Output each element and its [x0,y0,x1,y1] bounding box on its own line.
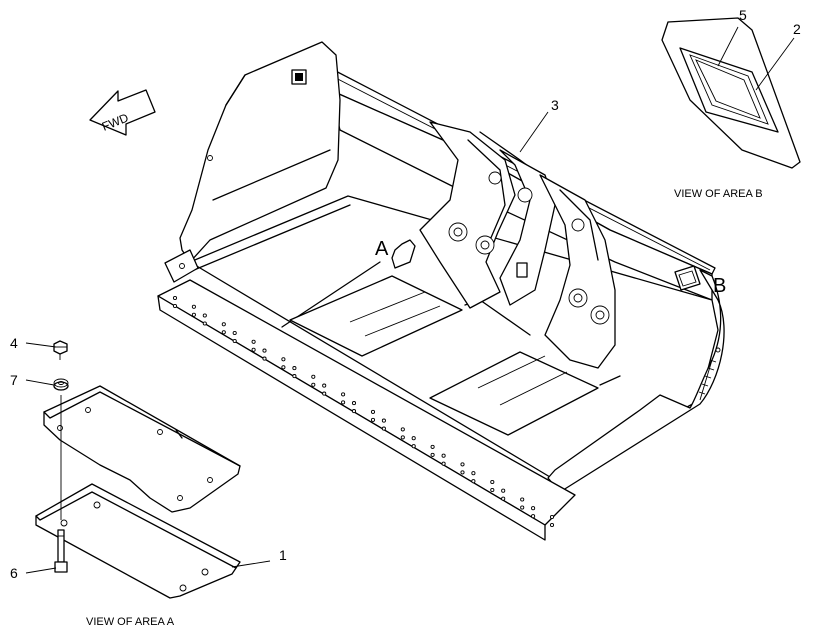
edge-bolt-hole [322,391,327,396]
edge-bolt-hole [520,505,525,510]
wear-plate-left [289,275,463,357]
right-edge-serrations [698,359,717,395]
edge-bolt-hole [411,436,416,441]
edge-bolt-hole [292,366,297,371]
edge-bolt-hole [381,426,386,431]
edge-bolt-hole [501,488,506,493]
edge-bolt-hole [430,452,435,457]
edge-bolt-hole [351,409,357,414]
edge-bolt-hole [262,356,267,361]
callout-5: 5 [739,7,747,23]
hinge-bracket-right [539,174,616,369]
edge-bolt-hole [520,497,525,502]
edge-bolt-hole [262,348,267,353]
caption-view-area-a: VIEW OF AREA A [86,616,175,628]
edge-bolt-hole [311,374,316,379]
view-area-a-inset [35,340,241,599]
nut-icon [53,340,68,360]
edge-bolt-hole [400,435,405,440]
callout-1: 1 [279,547,287,563]
edge-bolt-hole [531,506,536,511]
edge-bolt-hole [490,487,495,493]
edge-bolt-hole [191,304,196,309]
edge-bolt-hole [531,514,536,519]
edge-bolt-hole [549,522,555,528]
inset-upper-plate [43,385,241,513]
right-side-plate [547,269,725,493]
edge-bolt-hole [232,338,237,344]
leader-lines [25,26,795,574]
callout-2: 2 [793,21,801,37]
edge-bolt-hole [232,330,237,336]
edge-bolt-hole [341,400,346,405]
area-b-frame [679,47,779,133]
edge-bolt-hole [221,330,226,335]
edge-bolt-hole [202,313,207,318]
edge-bolt-hole [549,514,555,520]
left-side-plate [179,41,341,263]
edge-bolt-hole [292,374,297,379]
edge-bolt-hole [191,312,196,317]
caption-view-area-b: VIEW OF AREA B [674,188,763,200]
edge-bolt-hole [490,479,495,485]
area-b-letter: B [713,275,726,297]
edge-bolt-hole [430,444,435,449]
edge-bolt-hole [460,462,465,467]
callout-4: 4 [10,335,18,351]
fwd-arrow: FWD [89,89,156,136]
edge-bolt-hole [471,471,476,476]
edge-bolt-hole [370,417,376,422]
edge-bolt-hole [281,365,286,370]
edge-bolt-hole [441,453,446,458]
edge-bolt-hole [351,401,357,406]
edge-bolt-hole [172,295,178,301]
cutting-edge-front [157,295,546,541]
edge-bolt-hole [471,479,476,484]
edge-bolt-hole [311,382,316,387]
area-a-marker [391,239,416,269]
inset-lower-plate [35,483,241,599]
washer-icon [53,378,69,391]
edge-bolt-hole [411,444,416,449]
edge-bolt-hole [172,303,178,309]
area-b-plate-icon [674,265,701,291]
edge-bolt-hole [251,347,256,352]
edge-bolt-hole [381,418,386,423]
bucket-assembly [157,41,725,541]
cutting-edge-bolt-holes [172,295,555,528]
edge-bolt-hole [460,470,465,475]
wear-plate-right [429,351,599,436]
edge-bolt-hole [441,461,446,466]
callout-7: 7 [10,372,18,388]
edge-bolt-hole [251,339,256,344]
view-area-b-inset [661,17,801,169]
edge-bolt-hole [400,427,405,432]
callout-6: 6 [10,565,18,581]
edge-bolt-hole [221,322,226,327]
edge-bolt-hole [370,409,376,414]
edge-bolt-hole [202,321,207,326]
edge-bolt-hole [322,383,327,388]
callout-3: 3 [551,97,559,113]
edge-bolt-hole [501,496,506,501]
area-a-letter: A [375,238,389,260]
edge-bolt-hole [341,392,346,397]
edge-bolt-hole [281,357,286,362]
bolt-icon [54,529,68,573]
